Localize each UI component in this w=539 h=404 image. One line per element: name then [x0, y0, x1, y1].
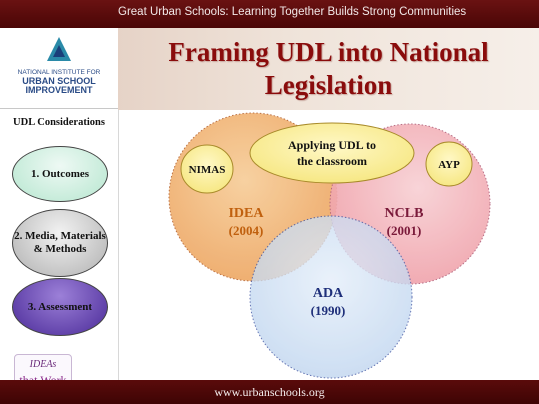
idea-year: (2004)	[229, 223, 264, 238]
ada-year: (1990)	[311, 303, 346, 318]
slide-title-line-1: Framing UDL into National	[168, 37, 489, 67]
ayp-label: AYP	[438, 159, 460, 171]
title-banner	[118, 28, 539, 110]
applying-udl-ellipse	[249, 122, 415, 184]
logo-line-1: NATIONAL INSTITUTE FOR	[17, 69, 101, 76]
ada-name: ADA	[313, 286, 344, 301]
sidebar-item-media[interactable]: 2. Media, Materials & Methods	[12, 209, 108, 277]
footer-bar: www.urbanschools.org	[0, 380, 539, 404]
niusi-logo: NATIONAL INSTITUTE FOR URBAN SCHOOL IMPR…	[14, 34, 104, 104]
sidebar-item-assessment[interactable]: 3. Assessment	[12, 278, 108, 336]
center-label-line-1: Applying UDL to	[288, 138, 376, 152]
triangle-logo-icon	[47, 37, 71, 61]
sidebar-item-outcomes[interactable]: 1. Outcomes	[12, 146, 108, 202]
venn-diagram: Applying UDL to the classroom NIMAS AYP …	[168, 112, 491, 379]
sidebar-heading: UDL Considerations	[13, 117, 105, 128]
nclb-name: NCLB	[385, 206, 424, 221]
nimas-label: NIMAS	[189, 164, 226, 176]
nimas-ellipse	[180, 144, 234, 194]
header-tagline: Great Urban Schools: Learning Together B…	[118, 6, 467, 18]
logo-line-3: IMPROVEMENT	[25, 85, 93, 95]
sidebar-divider	[0, 108, 118, 109]
nclb-year: (2001)	[387, 223, 422, 238]
idea-name: IDEA	[228, 206, 264, 221]
slide-title: Framing UDL into National Legislation	[118, 36, 539, 102]
slide-title-line-2: Legislation	[264, 70, 393, 100]
ideas-logo-line-1: IDEAs	[29, 359, 57, 370]
header-bar: Great Urban Schools: Learning Together B…	[0, 0, 539, 28]
ayp-ellipse	[425, 141, 473, 187]
footer-url[interactable]: www.urbanschools.org	[214, 385, 325, 399]
ada-circle	[249, 215, 413, 379]
sidebar: NATIONAL INSTITUTE FOR URBAN SCHOOL IMPR…	[0, 28, 119, 400]
center-label-line-2: the classroom	[297, 154, 367, 168]
logo-line-2: URBAN SCHOOL	[22, 76, 96, 86]
